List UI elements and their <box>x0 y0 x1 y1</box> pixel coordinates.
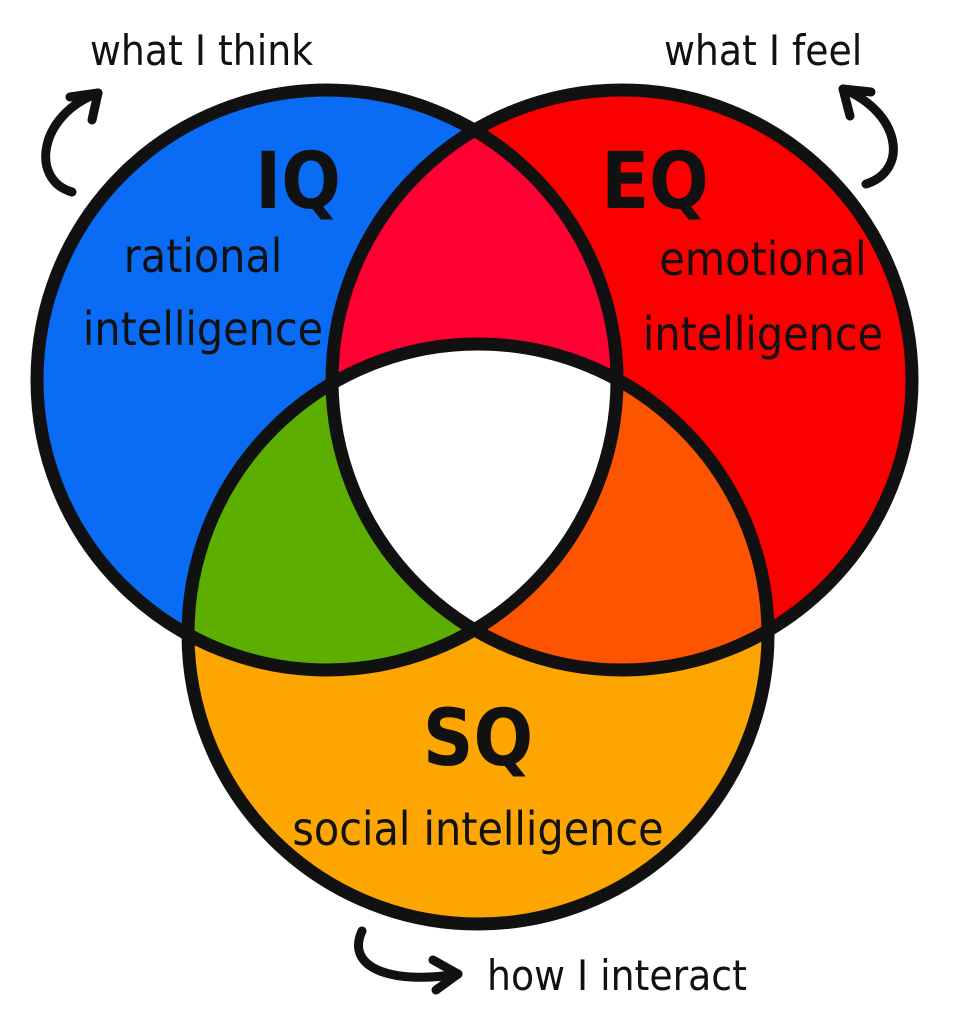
iq-title: IQ <box>255 137 341 227</box>
iq-label-line1: rational <box>124 229 282 283</box>
eq-label-line2: intelligence <box>643 307 883 361</box>
sq-label: social intelligence <box>292 802 663 856</box>
interact-annotation: how I interact <box>487 951 747 1000</box>
curved-arrow-up-icon <box>838 84 898 189</box>
curved-arrow-up-icon <box>41 88 103 197</box>
think-annotation: what I think <box>90 26 313 75</box>
eq-title: EQ <box>601 137 709 227</box>
feel-annotation: what I feel <box>664 26 862 75</box>
eq-label-line1: emotional <box>659 232 866 286</box>
sq-title: SQ <box>423 694 533 784</box>
curved-arrow-right-icon <box>354 926 463 995</box>
sq-outline <box>181 337 775 931</box>
iq-label-line2: intelligence <box>83 302 323 356</box>
